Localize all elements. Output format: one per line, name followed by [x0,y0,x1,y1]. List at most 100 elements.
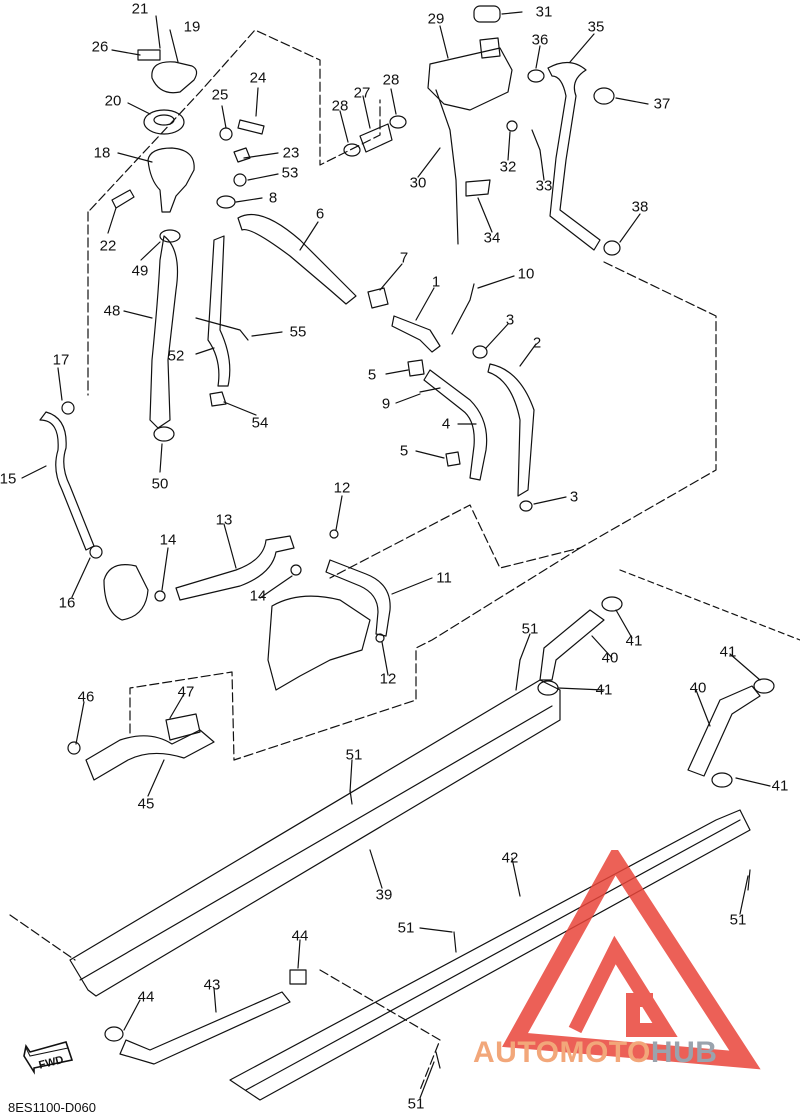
bolt-21 [155,15,161,49]
reservoir-29 [427,47,513,111]
callout-label: 26 [91,38,109,56]
callout-label: 14 [249,587,267,605]
callout-label: 48 [103,302,121,320]
clamp-41 [601,596,623,612]
callout-label: 28 [331,97,349,115]
callout-label: 33 [535,177,553,195]
hose-15 [39,411,95,551]
pipe-1 [391,315,441,353]
hose-47 [165,713,201,741]
callout-label: 45 [137,795,155,813]
callout-label: 52 [167,347,185,365]
callout-label: 5 [367,366,377,384]
callout-label: 34 [483,229,501,247]
callout-label: 39 [375,886,393,904]
hose-43 [119,991,291,1065]
callout-label: 51 [407,1095,425,1113]
washer-25 [219,127,233,141]
clamp-14 [154,590,166,602]
callout-label: 54 [251,414,269,432]
callout-label: 12 [333,479,351,497]
callout-label: 21 [131,0,149,18]
clamp-28b [389,115,407,129]
boundary-line [619,569,800,641]
callout-label: 14 [159,531,177,549]
callout-label: 6 [315,205,325,223]
watermark-text: AUTOMOTOHUB [473,1036,717,1070]
clamp-3 [472,345,488,359]
callout-label: 41 [771,777,789,795]
clamp-54 [209,391,227,407]
callout-label: 25 [211,86,229,104]
water-pump [267,595,371,691]
thermostat-housing-18 [147,147,195,213]
callout-label: 18 [93,144,111,162]
callout-label: 55 [289,323,307,341]
watermark-part1: AUTOMOTO [473,1036,651,1069]
callout-label: 9 [381,395,391,413]
callout-label: 2 [532,334,542,352]
fitting-23 [233,147,251,163]
bolt-51c [747,869,751,891]
callout-label: 17 [52,351,70,369]
callout-label: 50 [151,475,169,493]
bolt-10 [451,283,475,335]
clamp-28 [343,143,361,157]
hose-13 [175,535,295,601]
bolt-51d [453,931,457,953]
callout-label: 22 [99,237,117,255]
cap-31 [473,5,501,23]
clip-34 [465,179,491,197]
bracket-26 [137,49,161,61]
thermostat-cover-19 [151,61,198,94]
clamp-8 [216,195,236,209]
boundary-line [329,261,717,579]
clamp-5 [407,359,425,377]
callout-label: 16 [58,594,76,612]
callout-label: 36 [531,31,549,49]
callout-label: 3 [569,488,579,506]
pipe-40b [687,685,761,777]
callout-label: 30 [409,174,427,192]
callout-label: 37 [653,95,671,113]
thermostat-20 [143,109,185,135]
callout-label: 19 [183,18,201,36]
hose-6 [237,213,357,305]
hose-2 [487,363,535,497]
clamp-17 [61,401,75,415]
callout-label: 3 [505,311,515,329]
watermark-part2: HUB [650,1036,718,1069]
clamp-5b [445,451,461,467]
tube-30 [435,89,459,245]
hose-35 [547,61,601,251]
hose-4 [423,369,488,481]
clamp-16 [89,545,103,559]
boundary-line [9,914,76,961]
callout-label: 29 [427,10,445,28]
callout-label: 15 [0,470,17,488]
clamp-44b [104,1026,124,1042]
pipe-40 [539,609,605,681]
hose-52 [207,235,231,387]
callout-label: 24 [249,69,267,87]
wire-55 [195,317,249,341]
callout-label: 51 [345,746,363,764]
callout-label: 11 [436,569,452,587]
clamp-3b [519,500,533,512]
clamp-12b [375,633,385,643]
bolt-51e [435,1051,441,1069]
clamp-41d [711,772,733,788]
clamp-50 [153,426,175,442]
clamp-14b [290,564,302,576]
callout-label: 51 [729,911,747,929]
callout-label: 4 [441,415,451,433]
boundary-line [89,29,381,211]
callout-label: 49 [131,262,149,280]
callout-label: 41 [719,643,737,661]
bolt-51b [515,659,521,691]
callout-label: 10 [517,265,535,283]
callout-label: 8 [268,189,278,207]
hose-48 [149,235,179,429]
callout-label: 47 [177,683,195,701]
